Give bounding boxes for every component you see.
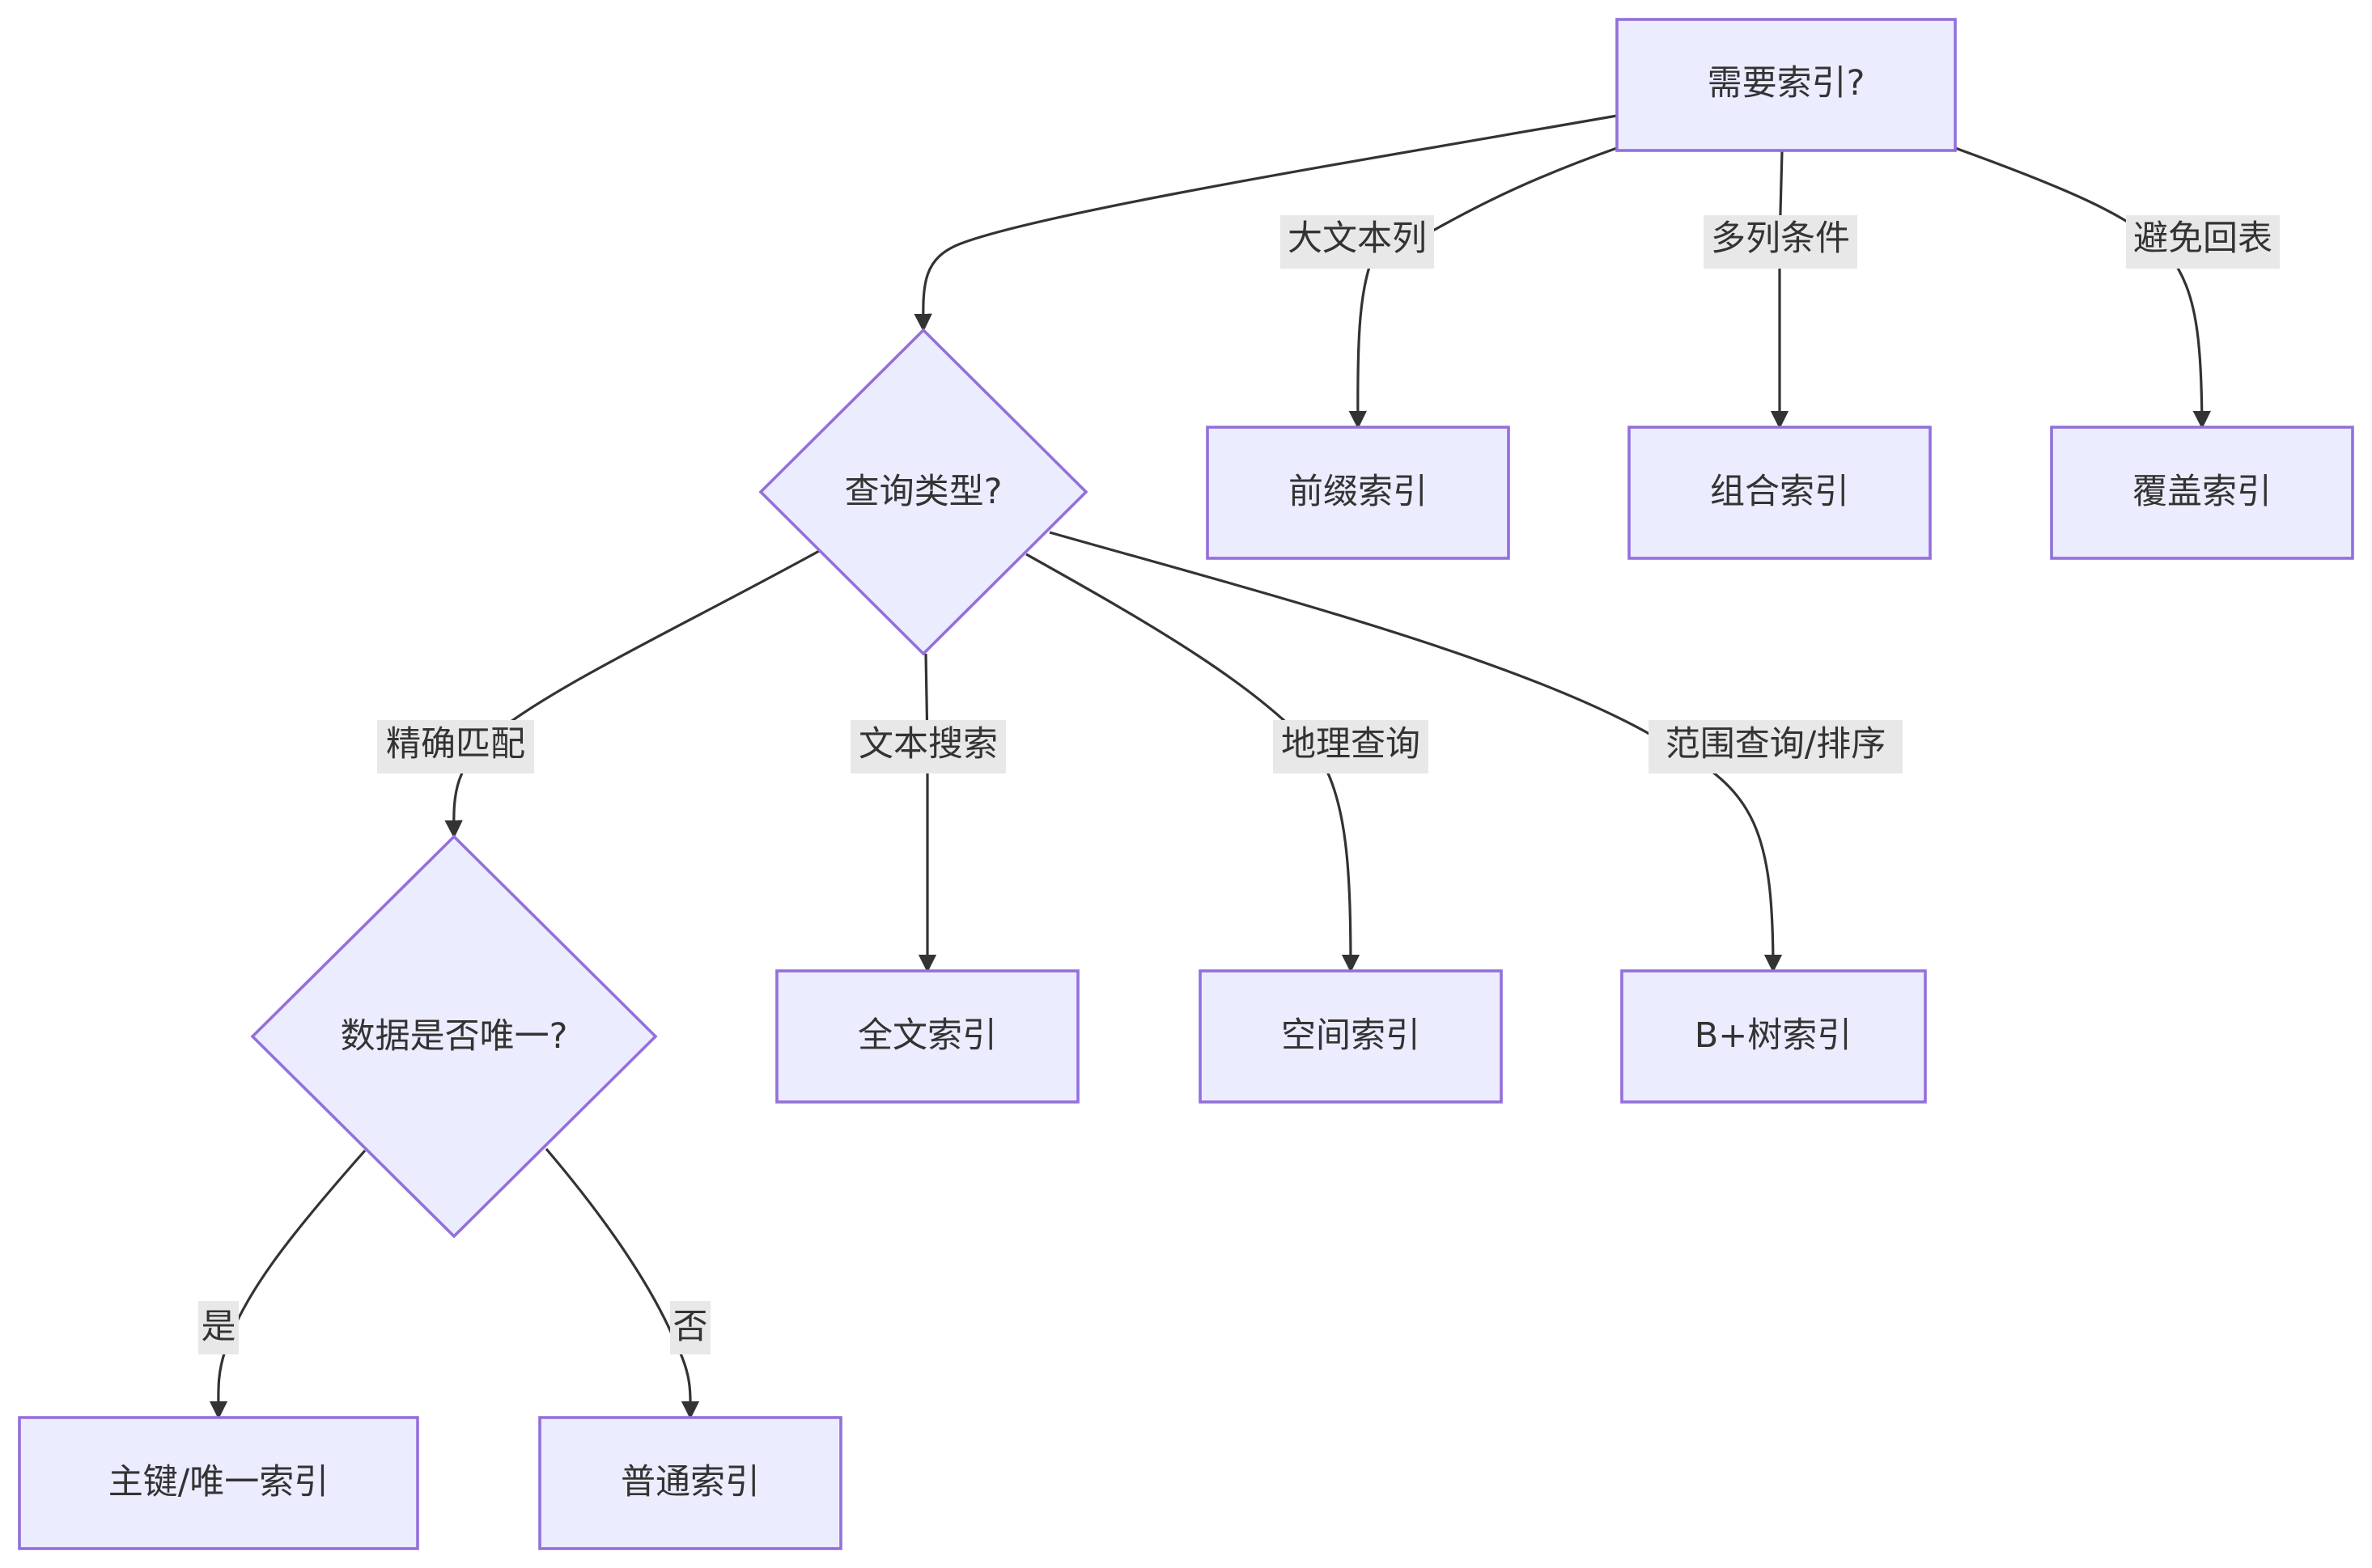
node-primary-unique-index xyxy=(18,1416,419,1550)
edge-unique-to-normal xyxy=(545,1147,700,1420)
edge-label-bg xyxy=(851,720,1006,773)
edge-need-to-composite xyxy=(1770,150,1789,430)
edge-query-to-unique xyxy=(444,549,821,839)
edge-label-large-text-col: 大文本列 xyxy=(1288,218,1427,259)
node-covering-index xyxy=(2050,426,2354,560)
node-composite-index-label: 组合索引 xyxy=(1710,472,1849,512)
edge-label-bg xyxy=(377,720,534,773)
edge-need-to-prefix xyxy=(1348,146,1618,430)
node-prefix-index-label: 前缀索引 xyxy=(1288,472,1428,512)
edge-label-bg xyxy=(1649,720,1903,773)
edge-label-range-sort: 范围查询/排序 xyxy=(1665,724,1886,765)
node-primary-unique-index-label: 主键/唯一索引 xyxy=(108,1462,329,1502)
edge-label-bg xyxy=(198,1301,239,1354)
edge-label-avoid-lookup: 避免回表 xyxy=(2133,218,2272,259)
edge-label-bg xyxy=(1280,215,1434,269)
edge-label-geo-query: 地理查询 xyxy=(1281,724,1420,765)
node-query-type xyxy=(758,328,1088,656)
node-data-unique xyxy=(250,834,658,1239)
node-fulltext-index-label: 全文索引 xyxy=(858,1015,997,1056)
edge-label-no: 否 xyxy=(673,1307,708,1347)
node-covering-index-label: 覆盖索引 xyxy=(2132,472,2272,512)
node-need-index-label: 需要索引? xyxy=(1708,63,1865,104)
node-composite-index xyxy=(1627,426,1932,560)
edge-label-bg xyxy=(2126,215,2280,269)
node-normal-index xyxy=(538,1416,842,1550)
node-fulltext-index xyxy=(775,969,1080,1104)
node-need-index xyxy=(1615,18,1957,152)
edge-need-to-query xyxy=(914,114,1618,333)
node-btree-index-label: B+树索引 xyxy=(1695,1015,1852,1056)
node-spatial-index xyxy=(1199,969,1503,1104)
edge-label-bg xyxy=(670,1301,711,1354)
edge-query-to-fulltext xyxy=(918,653,937,973)
node-btree-index xyxy=(1620,969,1927,1104)
edge-unique-to-primary xyxy=(209,1149,367,1420)
nodes: 需要索引? 查询类型? 前缀索引 组合索引 覆盖索引 数据是否唯一? 全文索引 … xyxy=(18,18,2354,1550)
node-data-unique-label: 数据是否唯一? xyxy=(341,1016,568,1057)
edge-label-multi-col-cond: 多列条件 xyxy=(1711,218,1850,259)
edge-label-text-search: 文本搜索 xyxy=(859,724,998,765)
edge-label-bg xyxy=(1704,215,1857,269)
edge-label-exact-match: 精确匹配 xyxy=(386,724,525,765)
node-query-type-label: 查询类型? xyxy=(845,472,1003,512)
node-normal-index-label: 普通索引 xyxy=(621,1462,760,1502)
node-spatial-index-label: 空间索引 xyxy=(1281,1015,1420,1056)
edge-labels: 大文本列 多列条件 避免回表 精确匹配 文本搜索 地理查询 范围查询/排序 是 … xyxy=(198,215,2280,1354)
edge-label-yes: 是 xyxy=(202,1307,236,1347)
edge-label-bg xyxy=(1273,720,1428,773)
edge-query-to-btree xyxy=(1049,531,1783,973)
node-prefix-index xyxy=(1206,426,1510,560)
edge-need-to-covering xyxy=(1954,146,2212,430)
